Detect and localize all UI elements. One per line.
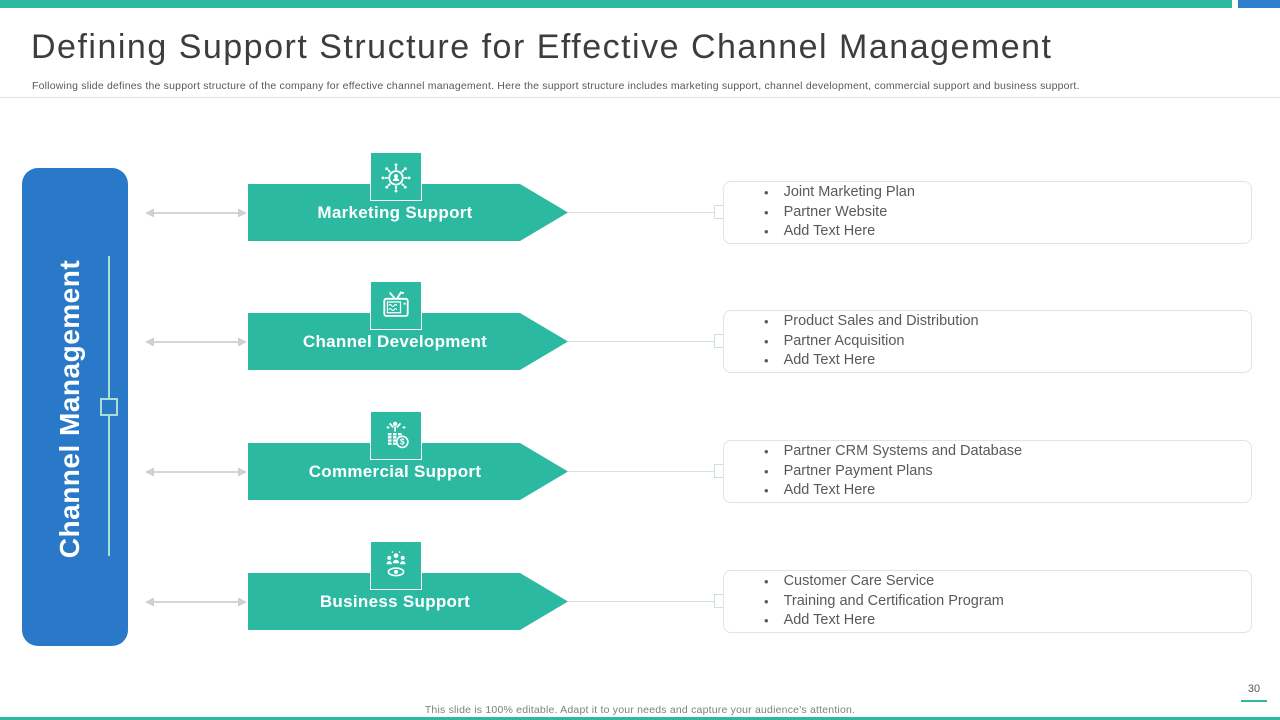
svg-text:$: $ [400,437,405,446]
bullet-item: Joint Marketing Plan [764,183,915,203]
tv-broadcast-icon [370,281,422,330]
double-arrow-icon [145,208,247,218]
connector-line [568,212,718,213]
page-number-underline [1241,700,1267,702]
bullet-box-channel-development: Product Sales and Distribution Partner A… [723,310,1252,373]
affiliate-network-icon [370,152,422,201]
connector-line [568,341,718,342]
accent-square [100,398,118,416]
bullet-item: Training and Certification Program [764,592,1004,612]
bullet-item: Partner Website [764,203,915,223]
page-title: Defining Support Structure for Effective… [31,28,1053,66]
bullet-list: Product Sales and Distribution Partner A… [724,312,979,371]
double-arrow-icon [145,337,247,347]
bullet-item: Add Text Here [764,222,915,242]
double-arrow-icon [145,597,247,607]
top-accent-bar-blue [1238,0,1280,8]
support-row-channel-development: Channel Development Product Sales and Di… [0,277,1280,406]
support-row-marketing: Marketing Support [0,148,1280,277]
double-arrow-icon [145,467,247,477]
bullet-item: Partner Payment Plans [764,462,1022,482]
banner-label: Marketing Support [317,202,473,222]
connector-line [568,471,718,472]
bullet-item: Customer Care Service [764,572,1004,592]
banner-label: Commercial Support [308,461,482,481]
audience-eye-icon [370,541,422,590]
bullet-item: Add Text Here [764,611,1004,631]
bullet-list: Joint Marketing Plan Partner Website Add… [724,183,915,242]
bullet-item: Partner CRM Systems and Database [764,442,1023,462]
bullet-item: Product Sales and Distribution [764,312,979,332]
bullet-list: Partner CRM Systems and Database Partner… [724,442,1023,501]
bullet-box-commercial: Partner CRM Systems and Database Partner… [723,440,1252,503]
connector-line [568,601,718,602]
bullet-item: Add Text Here [764,351,979,371]
bullet-item: Partner Acquisition [764,332,979,352]
slide-description: Following slide defines the support stru… [32,80,1080,92]
header-divider [0,97,1280,98]
bullet-item: Add Text Here [764,481,1022,501]
banner-label: Channel Development [302,331,488,351]
bullet-list: Customer Care Service Training and Certi… [724,572,1004,631]
banner-channel-development: Channel Development [248,313,568,370]
top-accent-bar-teal [0,0,1232,8]
bullet-box-marketing: Joint Marketing Plan Partner Website Add… [723,181,1252,244]
support-row-commercial: Commercial Support $ Partner CRM Systems… [0,407,1280,536]
bullet-box-business: Customer Care Service Training and Certi… [723,570,1252,633]
banner-label: Business Support [319,591,471,611]
channel-management-panel: Channel Management [22,168,128,646]
support-row-business: Business Support Customer Care Service T… [0,537,1280,666]
profit-person-icon: $ [370,411,422,460]
page-number: 30 [1247,683,1261,695]
footer-note: This slide is 100% editable. Adapt it to… [424,704,856,716]
bottom-accent-bar [0,717,1280,720]
